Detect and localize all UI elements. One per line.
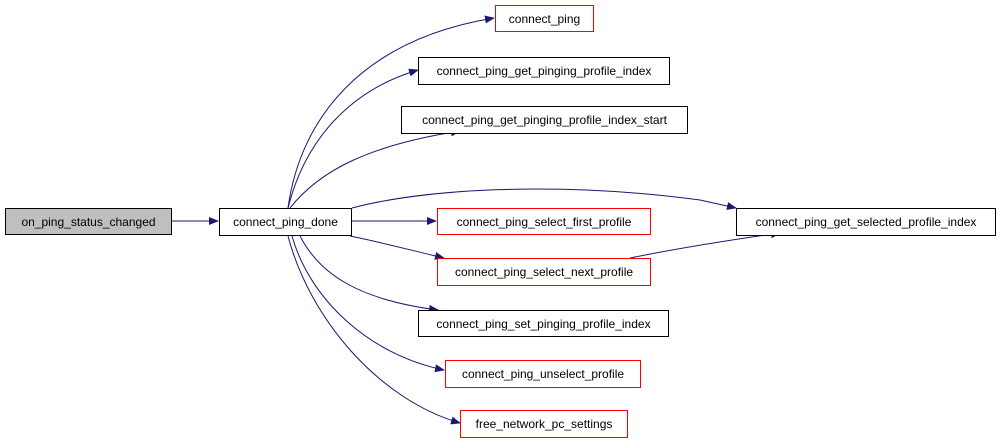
node-connect-ping-unselect-profile[interactable]: connect_ping_unselect_profile xyxy=(445,360,641,388)
node-on-ping-status-changed: on_ping_status_changed xyxy=(5,208,172,235)
edge-to-unselect-profile xyxy=(291,235,445,373)
node-connect-ping-done[interactable]: connect_ping_done xyxy=(219,208,352,236)
node-connect-ping-select-first-profile[interactable]: connect_ping_select_first_profile xyxy=(437,208,651,235)
node-free-network-pc-settings[interactable]: free_network_pc_settings xyxy=(460,410,628,438)
node-connect-ping-get-pinging-profile-index[interactable]: connect_ping_get_pinging_profile_index xyxy=(418,57,670,85)
edge-to-free-network-pc-settings xyxy=(287,235,461,425)
edge-to-set-pinging-profile-index xyxy=(299,235,439,313)
edge-select-next-to-get-selected xyxy=(629,230,781,259)
node-connect-ping[interactable]: connect_ping xyxy=(495,5,594,32)
node-connect-ping-get-selected-profile-index[interactable]: connect_ping_get_selected_profile_index xyxy=(736,208,996,236)
node-connect-ping-set-pinging-profile-index[interactable]: connect_ping_set_pinging_profile_index xyxy=(418,310,669,337)
edge-to-get-pinging-profile-index xyxy=(287,68,419,209)
edge-to-get-selected-profile-index xyxy=(351,188,737,210)
edge-to-get-pinging-profile-index-start xyxy=(289,128,461,209)
edge-to-select-next-profile xyxy=(349,235,445,260)
node-connect-ping-select-next-profile[interactable]: connect_ping_select_next_profile xyxy=(437,258,651,286)
edge-to-connect-ping xyxy=(287,15,495,209)
node-connect-ping-get-pinging-profile-index-start[interactable]: connect_ping_get_pinging_profile_index_s… xyxy=(401,106,688,134)
